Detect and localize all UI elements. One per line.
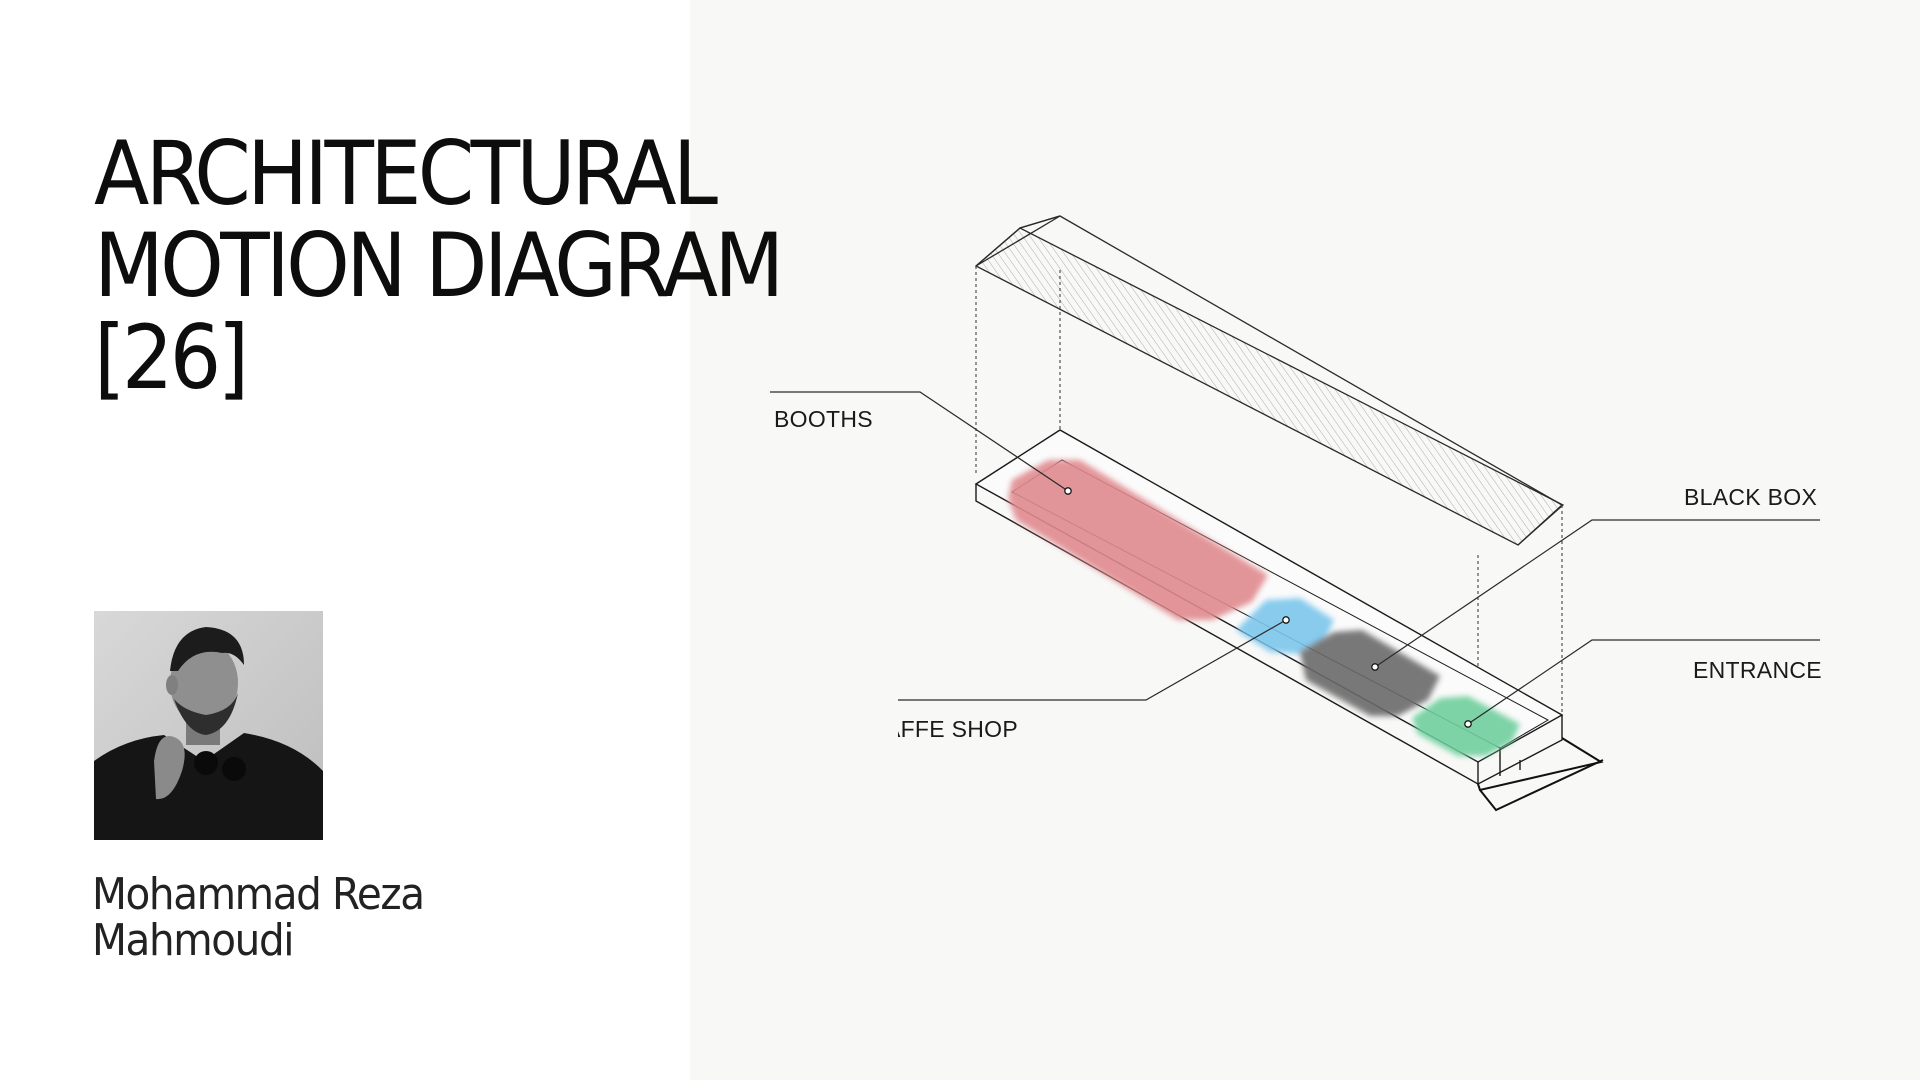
- label-booths: BOOTHS: [774, 406, 873, 432]
- zone-black-box: [1300, 630, 1440, 716]
- leader-cafe-shop: [898, 619, 1287, 701]
- page-title: ARCHITECTURAL MOTION DIAGRAM [26]: [94, 122, 784, 409]
- leader-black-box: [1374, 519, 1820, 668]
- dot-cafe-shop: [1282, 616, 1290, 624]
- label-entrance: ENTRANCE: [1693, 657, 1822, 683]
- diagram-background: [690, 0, 1920, 1080]
- program-zones: [1008, 460, 1520, 756]
- label-cafe-shop: CAFFE SHOP: [898, 716, 1018, 743]
- author-name: Mohammad Reza Mahmoudi: [92, 869, 425, 966]
- dot-booths: [1064, 487, 1072, 495]
- leader-entrance: [1467, 639, 1820, 725]
- author-name-line-1: Mohammad Reza: [92, 869, 425, 920]
- zone-cafe-shop: [1236, 598, 1334, 654]
- leader-lines: [770, 391, 1820, 725]
- label-black-box: BLACK BOX: [1684, 484, 1818, 510]
- label-cafe-shop-text: CAFFE SHOP: [898, 716, 1018, 742]
- leader-dots: [1064, 487, 1472, 728]
- title-line-3: [26]: [94, 306, 249, 409]
- author-photo: [94, 611, 323, 840]
- title-line-1: ARCHITECTURAL: [94, 122, 718, 225]
- dot-entrance: [1464, 720, 1472, 728]
- dot-black-box: [1371, 663, 1379, 671]
- entrance-platform: [1477, 737, 1604, 812]
- author-name-line-2: Mahmoudi: [92, 915, 295, 966]
- zone-booths: [1008, 460, 1268, 620]
- leader-booths: [770, 391, 1069, 492]
- roof-volume: [974, 215, 1565, 546]
- title-line-2: MOTION DIAGRAM: [94, 214, 784, 317]
